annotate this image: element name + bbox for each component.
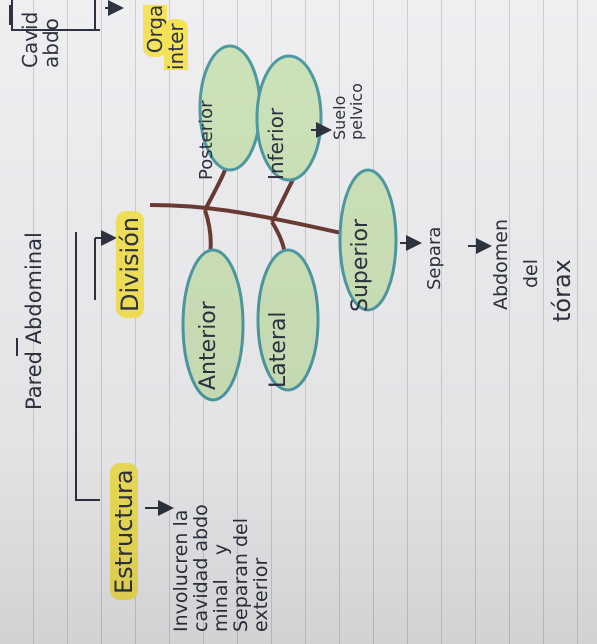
- leaf-label-inferior: Inferior: [264, 107, 288, 180]
- leaf-label-superior: Superior: [348, 218, 373, 312]
- division-label: División: [116, 210, 144, 318]
- torax-note: tórax: [548, 259, 576, 322]
- leaf-label-lateral: Lateral: [266, 311, 291, 388]
- bracket-line: [11, 0, 100, 31]
- suelo-pelvico-note: Suelo pelvico: [330, 83, 366, 140]
- branch-anterior: [203, 209, 213, 256]
- leaf-superior: [338, 168, 398, 312]
- leaf-lateral: [256, 248, 320, 392]
- branch-to-estructura: [75, 232, 100, 501]
- estructura-description: Involucren la cavidad abdo minal y Separ…: [170, 504, 272, 632]
- estructura-label: Estructura: [110, 463, 138, 600]
- estructura-highlight: Estructura: [110, 463, 138, 600]
- organos-label: Orga inter: [124, 4, 188, 70]
- organos-highlight: Orga inter: [143, 4, 188, 70]
- leaf-label-posterior: Posterior: [196, 100, 217, 180]
- separa-note: Separa: [424, 226, 445, 290]
- tree-trunk: [149, 203, 351, 237]
- branch-inferior: [270, 174, 297, 223]
- title-pared: Pared Abdominal: [22, 232, 46, 410]
- leaf-inferior: [255, 54, 323, 182]
- leaf-label-anterior: Anterior: [196, 301, 221, 390]
- abdomen-note: Abdomen: [490, 219, 512, 310]
- leaf-anterior: [181, 248, 245, 402]
- del-note: del: [520, 258, 542, 288]
- cavidad-label: Cavid abdo: [18, 11, 63, 68]
- division-highlight: División: [116, 210, 144, 318]
